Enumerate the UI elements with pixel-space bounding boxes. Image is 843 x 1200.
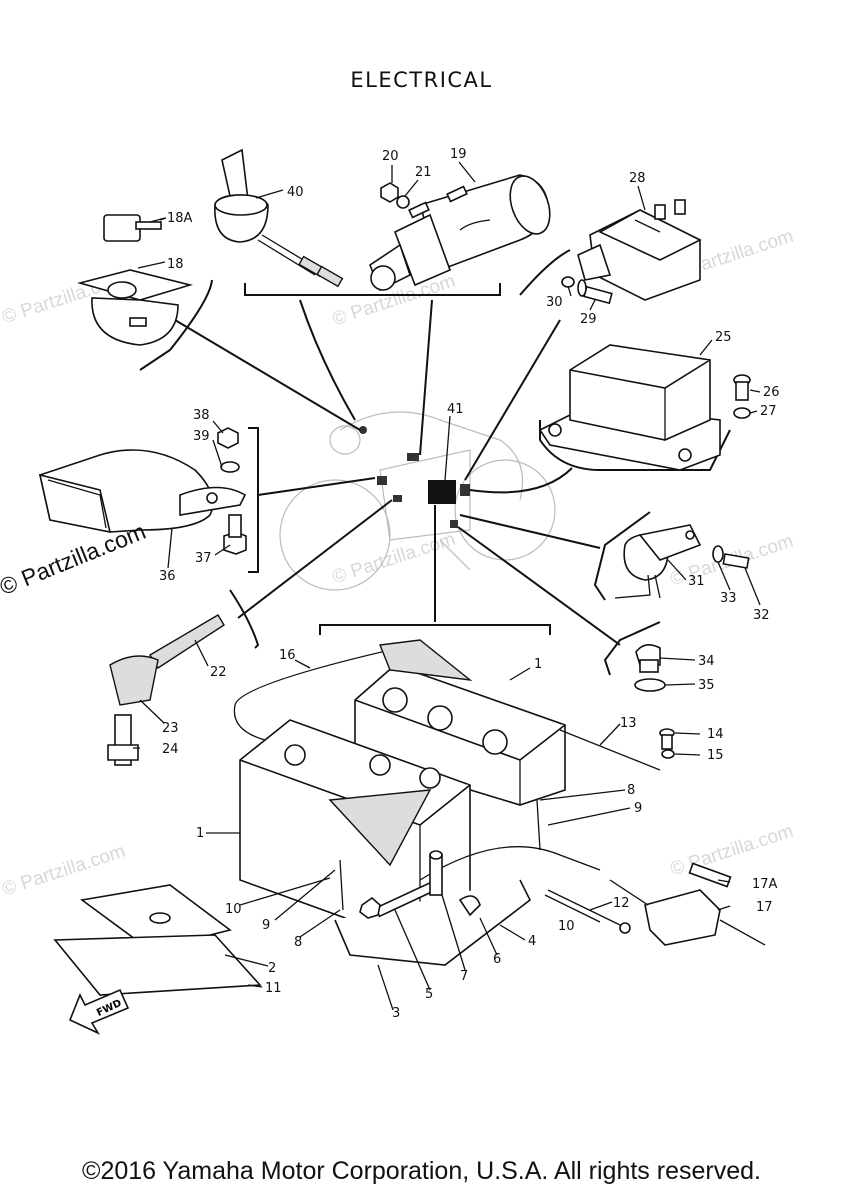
callout-17a: 17A: [752, 877, 778, 892]
battery-lead: [559, 729, 661, 771]
relay-screw: [561, 276, 613, 305]
callout-9b: 9: [634, 801, 642, 816]
battery-cable: [233, 649, 391, 741]
voltage-regulator-small: [577, 199, 702, 301]
callout-7: 7: [460, 969, 468, 984]
callout-12: 12: [613, 896, 630, 911]
fuse-holder: [609, 879, 766, 946]
flasher-relay: [214, 148, 344, 288]
callout-32: 32: [753, 608, 770, 623]
junction-box-marker: [428, 480, 456, 504]
callout-31: 31: [688, 574, 705, 589]
terminal-cover: [379, 639, 473, 682]
callout-5: 5: [425, 987, 433, 1002]
copyright-notice: ©2016 Yamaha Motor Corporation, U.S.A. A…: [82, 1157, 761, 1185]
terminal-screw-washer: [659, 728, 675, 759]
callout-1b: 1: [196, 826, 204, 841]
forward-direction-arrow: FWD: [68, 988, 130, 1035]
callout-30: 30: [546, 295, 563, 310]
pin: [339, 859, 344, 911]
callout-41: 41: [447, 402, 464, 417]
callout-8a: 8: [294, 935, 302, 950]
callout-24: 24: [162, 742, 179, 757]
callout-20: 20: [382, 149, 399, 164]
callout-8b: 8: [627, 783, 635, 798]
motorcycle-outline: [279, 411, 556, 591]
callout-18: 18: [167, 257, 184, 272]
connector-marker: [393, 495, 402, 502]
callout-19: 19: [450, 147, 467, 162]
regulator-marker: [460, 484, 470, 496]
relay-screw-washer: [712, 545, 750, 569]
callout-leaders: [133, 161, 761, 1011]
battery-front: [239, 719, 471, 946]
horn-location-marker: [407, 453, 419, 461]
callout-9a: 9: [262, 918, 270, 933]
callout-2: 2: [268, 961, 276, 976]
ignition-switch: [76, 269, 194, 346]
band-clamp: [429, 850, 481, 917]
callout-1a: 1: [534, 657, 542, 672]
callout-11: 11: [265, 981, 282, 996]
diagram-title: ELECTRICAL: [350, 68, 493, 92]
callout-22: 22: [210, 665, 227, 680]
callout-numbers: 18A 18 40 20 21 19 28 30 29 25 26 27 41 …: [159, 147, 780, 1021]
battery-band: [334, 879, 532, 966]
regulator-screw-washer: [733, 374, 751, 419]
callout-27: 27: [760, 404, 777, 419]
callout-34: 34: [698, 654, 715, 669]
callout-33: 33: [720, 591, 737, 606]
battery-pads: [53, 884, 262, 996]
callout-10b: 10: [558, 919, 575, 934]
callout-28: 28: [629, 171, 646, 186]
callout-26: 26: [763, 385, 780, 400]
callout-39: 39: [193, 429, 210, 444]
callout-18a: 18A: [167, 211, 193, 226]
neutral-relay: [614, 524, 702, 599]
pin: [536, 799, 541, 851]
callout-13: 13: [620, 716, 637, 731]
coil-nut-washer: [380, 182, 410, 209]
callout-23: 23: [162, 721, 179, 736]
callout-29: 29: [580, 312, 597, 327]
connector-marker: [377, 476, 387, 485]
voltage-regulator-box: [538, 344, 721, 471]
callout-25: 25: [715, 330, 732, 345]
callout-3: 3: [392, 1006, 400, 1021]
callout-15: 15: [707, 748, 724, 763]
ignition-key: [103, 214, 167, 242]
fuse: [688, 862, 732, 888]
callout-6: 6: [493, 952, 501, 967]
callout-16: 16: [279, 648, 296, 663]
neutral-switch: [634, 644, 666, 692]
callout-37: 37: [195, 551, 212, 566]
spark-plug-cap-and-plug: [107, 614, 225, 766]
callout-17: 17: [756, 900, 773, 915]
callout-35: 35: [698, 678, 715, 693]
ground-lead: [547, 889, 621, 926]
callout-36: 36: [159, 569, 176, 584]
callout-38: 38: [193, 408, 210, 423]
callout-4: 4: [528, 934, 536, 949]
relay-marker: [450, 520, 458, 528]
group-brackets: [139, 249, 731, 676]
callout-40: 40: [287, 185, 304, 200]
ignition-coil: [369, 174, 551, 292]
leader-lines: [174, 299, 621, 646]
callout-14: 14: [707, 727, 724, 742]
callout-21: 21: [415, 165, 432, 180]
callout-10a: 10: [225, 902, 242, 917]
horn: [38, 449, 247, 534]
